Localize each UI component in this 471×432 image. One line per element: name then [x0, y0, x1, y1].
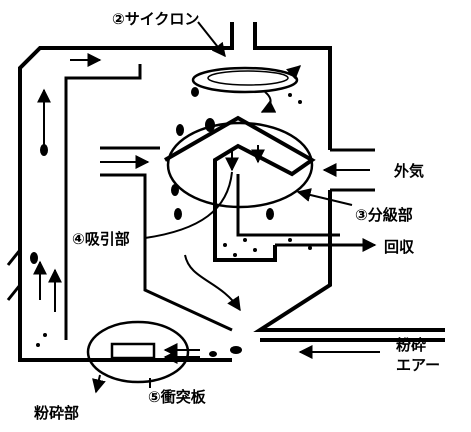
label-grinding-air-1: 粉砕	[396, 336, 426, 354]
label-impact-plate: ⑤衝突板	[148, 388, 207, 406]
grinding-zone-outline	[86, 320, 190, 384]
cyclone-swirl	[191, 66, 299, 94]
cyclone-outlet	[230, 22, 257, 36]
inner-riser-wall	[64, 64, 142, 340]
classifier-zone-outline	[166, 121, 314, 209]
label-recovery: 回収	[384, 238, 415, 256]
label-grinding: 粉砕部	[34, 404, 79, 422]
label-cyclone: ②サイクロン	[112, 10, 199, 28]
left-air-inlet	[100, 146, 233, 332]
right-air-inlet	[330, 148, 375, 192]
leader-lines	[92, 21, 353, 394]
label-classifier: ③分級部	[355, 206, 413, 224]
housing-outer-wall	[18, 36, 234, 362]
label-outside-air: 外気	[393, 162, 424, 180]
flow-arrows	[33, 53, 380, 364]
particles	[30, 87, 312, 357]
left-return-duct	[6, 249, 22, 301]
housing-right-wall	[253, 34, 445, 332]
label-suction: ④吸引部	[72, 230, 130, 248]
label-grinding-air-2: エアー	[396, 356, 440, 374]
impact-plate	[110, 342, 156, 360]
classifier-rotor	[164, 115, 316, 262]
